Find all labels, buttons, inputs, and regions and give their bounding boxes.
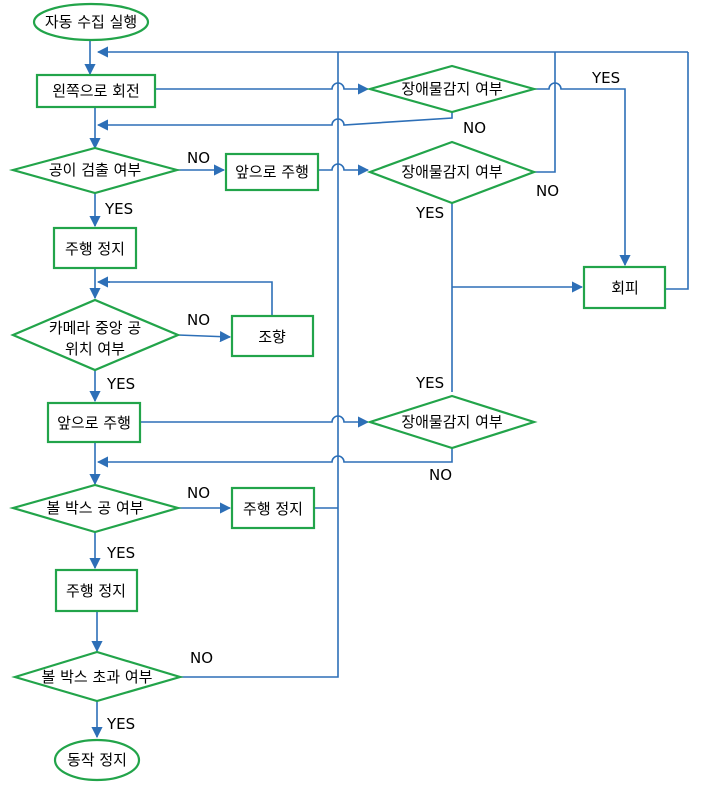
forward2-box	[46, 401, 142, 444]
camera-label-line2: 위치 여부	[65, 340, 125, 358]
obstacle1-diamond	[365, 64, 539, 114]
avoid-label: 회피	[611, 279, 639, 297]
label-obstacle1-no: NO	[463, 119, 486, 137]
overflow-label: 볼 박스 초과 여부	[42, 668, 153, 686]
label-camera-no: NO	[187, 311, 210, 329]
obstacle3-label: 장애물감지 여부	[401, 413, 503, 431]
camera-diamond	[10, 298, 181, 372]
obstacle2-label: 장애물감지 여부	[401, 163, 503, 181]
edge-rotate-to-obstacle1	[155, 82, 370, 95]
end-label: 동작 정지	[67, 751, 127, 769]
edges	[84, 40, 689, 739]
stop3-box	[54, 568, 139, 613]
label-obstacle2-no: NO	[536, 182, 559, 200]
label-ball-yes: YES	[104, 200, 133, 218]
edge-obstacle3-no-back	[96, 444, 453, 468]
edge-steer-loop	[102, 281, 273, 316]
label-ballbox-yes: YES	[106, 544, 135, 562]
edge-camera-no-to-steer	[177, 331, 232, 343]
ballbox-label: 볼 박스 공 여부	[46, 499, 143, 517]
avoid-box	[582, 265, 667, 310]
edge-obstacle1-no-back	[96, 112, 453, 131]
overflow-diamond	[11, 650, 184, 703]
steer-label: 조향	[258, 328, 286, 346]
edge-forward2-to-obstacle3	[140, 415, 370, 428]
rotate-left-label: 왼쪽으로 회전	[52, 82, 140, 100]
stop2-box	[230, 486, 316, 530]
ball-detect-label: 공이 검출 여부	[49, 161, 142, 179]
label-overflow-no: NO	[190, 649, 213, 667]
label-camera-yes: YES	[106, 375, 135, 393]
stop3-label: 주행 정지	[66, 582, 126, 600]
stop2-label: 주행 정지	[243, 500, 303, 518]
stop1-box	[52, 226, 138, 270]
nodes: 자동 수집 실행 왼쪽으로 회전 장애물감지 여부 공이 검출 여부 앞으로 주…	[8, 2, 667, 782]
camera-label-line1: 카메라 중앙 공	[49, 319, 141, 337]
ball-detect-diamond	[8, 146, 182, 195]
end-node	[53, 738, 141, 782]
label-obstacle2-yes: YES	[415, 204, 444, 222]
start-node	[32, 2, 150, 42]
label-ballbox-no: NO	[187, 484, 210, 502]
obstacle3-diamond	[366, 394, 538, 450]
forward2-label: 앞으로 주행	[57, 414, 131, 432]
edge-forward1-to-obstacle2	[318, 163, 370, 176]
ballbox-diamond	[9, 483, 183, 534]
stop1-label: 주행 정지	[65, 240, 125, 258]
edge-overflow-no-return	[180, 52, 339, 678]
edge-avoid-to-loop	[665, 52, 689, 290]
obstacle2-diamond	[366, 140, 538, 205]
edge-obstacle1-yes-to-avoid	[534, 82, 631, 267]
edge-obstacle2-no-to-loop	[534, 52, 556, 173]
start-label: 자동 수집 실행	[45, 13, 137, 31]
label-obstacle1-yes: YES	[591, 69, 620, 87]
edge-labels: YES NO NO NO YES YES NO YES YES NO NO YE…	[104, 69, 620, 733]
forward1-box	[224, 152, 320, 192]
rotate-left-box	[35, 73, 157, 109]
label-overflow-yes: YES	[106, 715, 135, 733]
label-obstacle3-yes: YES	[415, 374, 444, 392]
steer-box	[230, 314, 315, 358]
label-obstacle3-no: NO	[429, 466, 452, 484]
label-ball-no: NO	[187, 149, 210, 167]
obstacle1-label: 장애물감지 여부	[401, 80, 503, 98]
forward1-label: 앞으로 주행	[235, 163, 309, 181]
